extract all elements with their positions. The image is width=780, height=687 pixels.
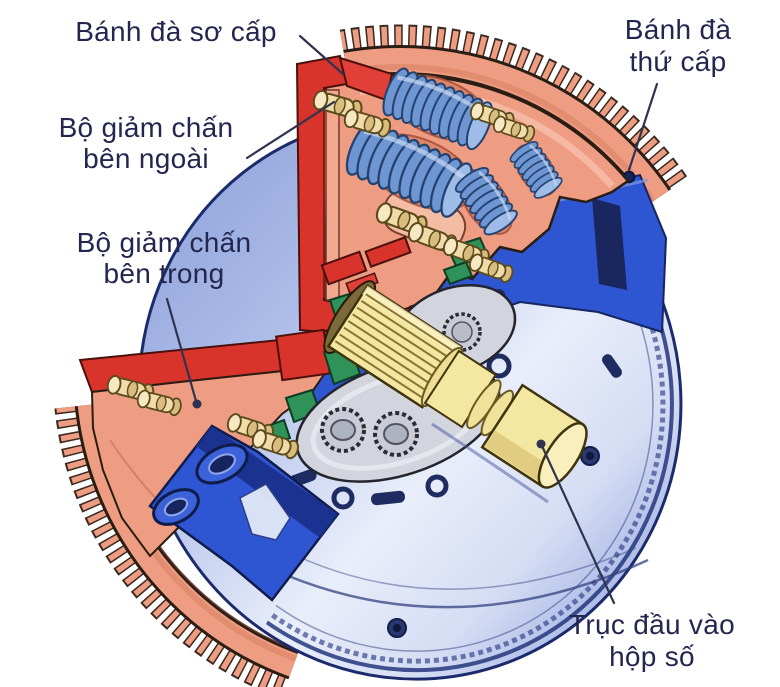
leader-dot-input-shaft bbox=[536, 439, 546, 449]
label-input-shaft-line2: hộp số bbox=[609, 641, 695, 672]
leader-primary-flywheel bbox=[298, 34, 345, 76]
label-inner-damper-line1: Bộ giảm chấn bbox=[77, 227, 252, 258]
flange-shadow-slot bbox=[592, 198, 627, 290]
leader-input-shaft bbox=[540, 444, 616, 605]
label-primary-flywheel: Bánh đà sơ cấp bbox=[75, 16, 277, 47]
label-inner-damper-line2: bên trong bbox=[103, 258, 224, 289]
label-secondary-flywheel-line1: Bánh đà bbox=[625, 14, 732, 45]
label-outer-damper-line2: bên ngoài bbox=[83, 143, 209, 174]
leader-secondary-flywheel bbox=[627, 82, 659, 172]
inner-damper-spring-seat bbox=[152, 443, 249, 526]
torsion-springs bbox=[341, 63, 566, 241]
cut-red-blocks bbox=[275, 236, 412, 382]
leader-lines bbox=[165, 34, 659, 605]
label-outer-damper-line1: Bộ giảm chấn bbox=[59, 112, 234, 143]
leader-dot-inner-damper bbox=[192, 399, 202, 409]
label-secondary-flywheel-line2: thứ cấp bbox=[629, 46, 726, 77]
label-input-shaft-line1: Trục đầu vào bbox=[569, 609, 735, 640]
gearbox-input-shaft bbox=[323, 280, 588, 489]
leader-outer-damper bbox=[245, 100, 336, 160]
leader-inner-damper bbox=[165, 297, 198, 403]
